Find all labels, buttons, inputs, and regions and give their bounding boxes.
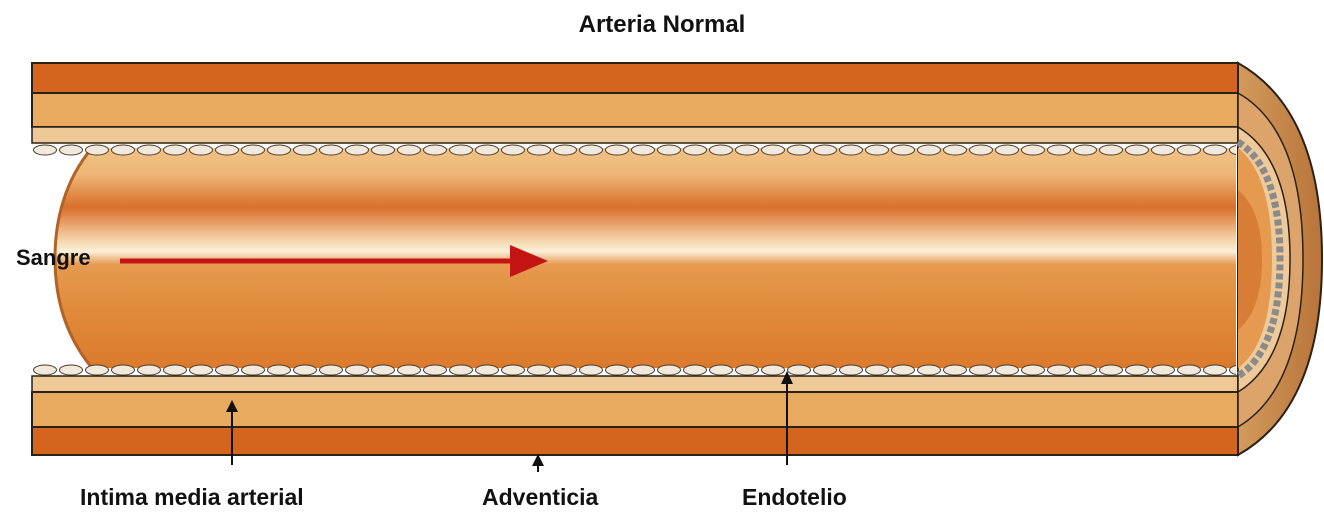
upper-endothelium-cells bbox=[32, 138, 1236, 158]
intima-label: Intima media arterial bbox=[80, 484, 304, 510]
upper-media-layer bbox=[32, 93, 1238, 127]
upper-adventitia-layer bbox=[32, 63, 1238, 93]
blood-label: Sangre bbox=[16, 245, 91, 270]
adventitia-label: Adventicia bbox=[482, 484, 599, 510]
diagram-title: Arteria Normal bbox=[579, 11, 746, 38]
endothelium-label: Endotelio bbox=[742, 484, 847, 510]
lower-adventitia-layer bbox=[32, 427, 1238, 455]
lower-intima-layer bbox=[32, 376, 1238, 392]
lumen bbox=[32, 148, 1236, 368]
lower-media-layer bbox=[32, 392, 1238, 427]
